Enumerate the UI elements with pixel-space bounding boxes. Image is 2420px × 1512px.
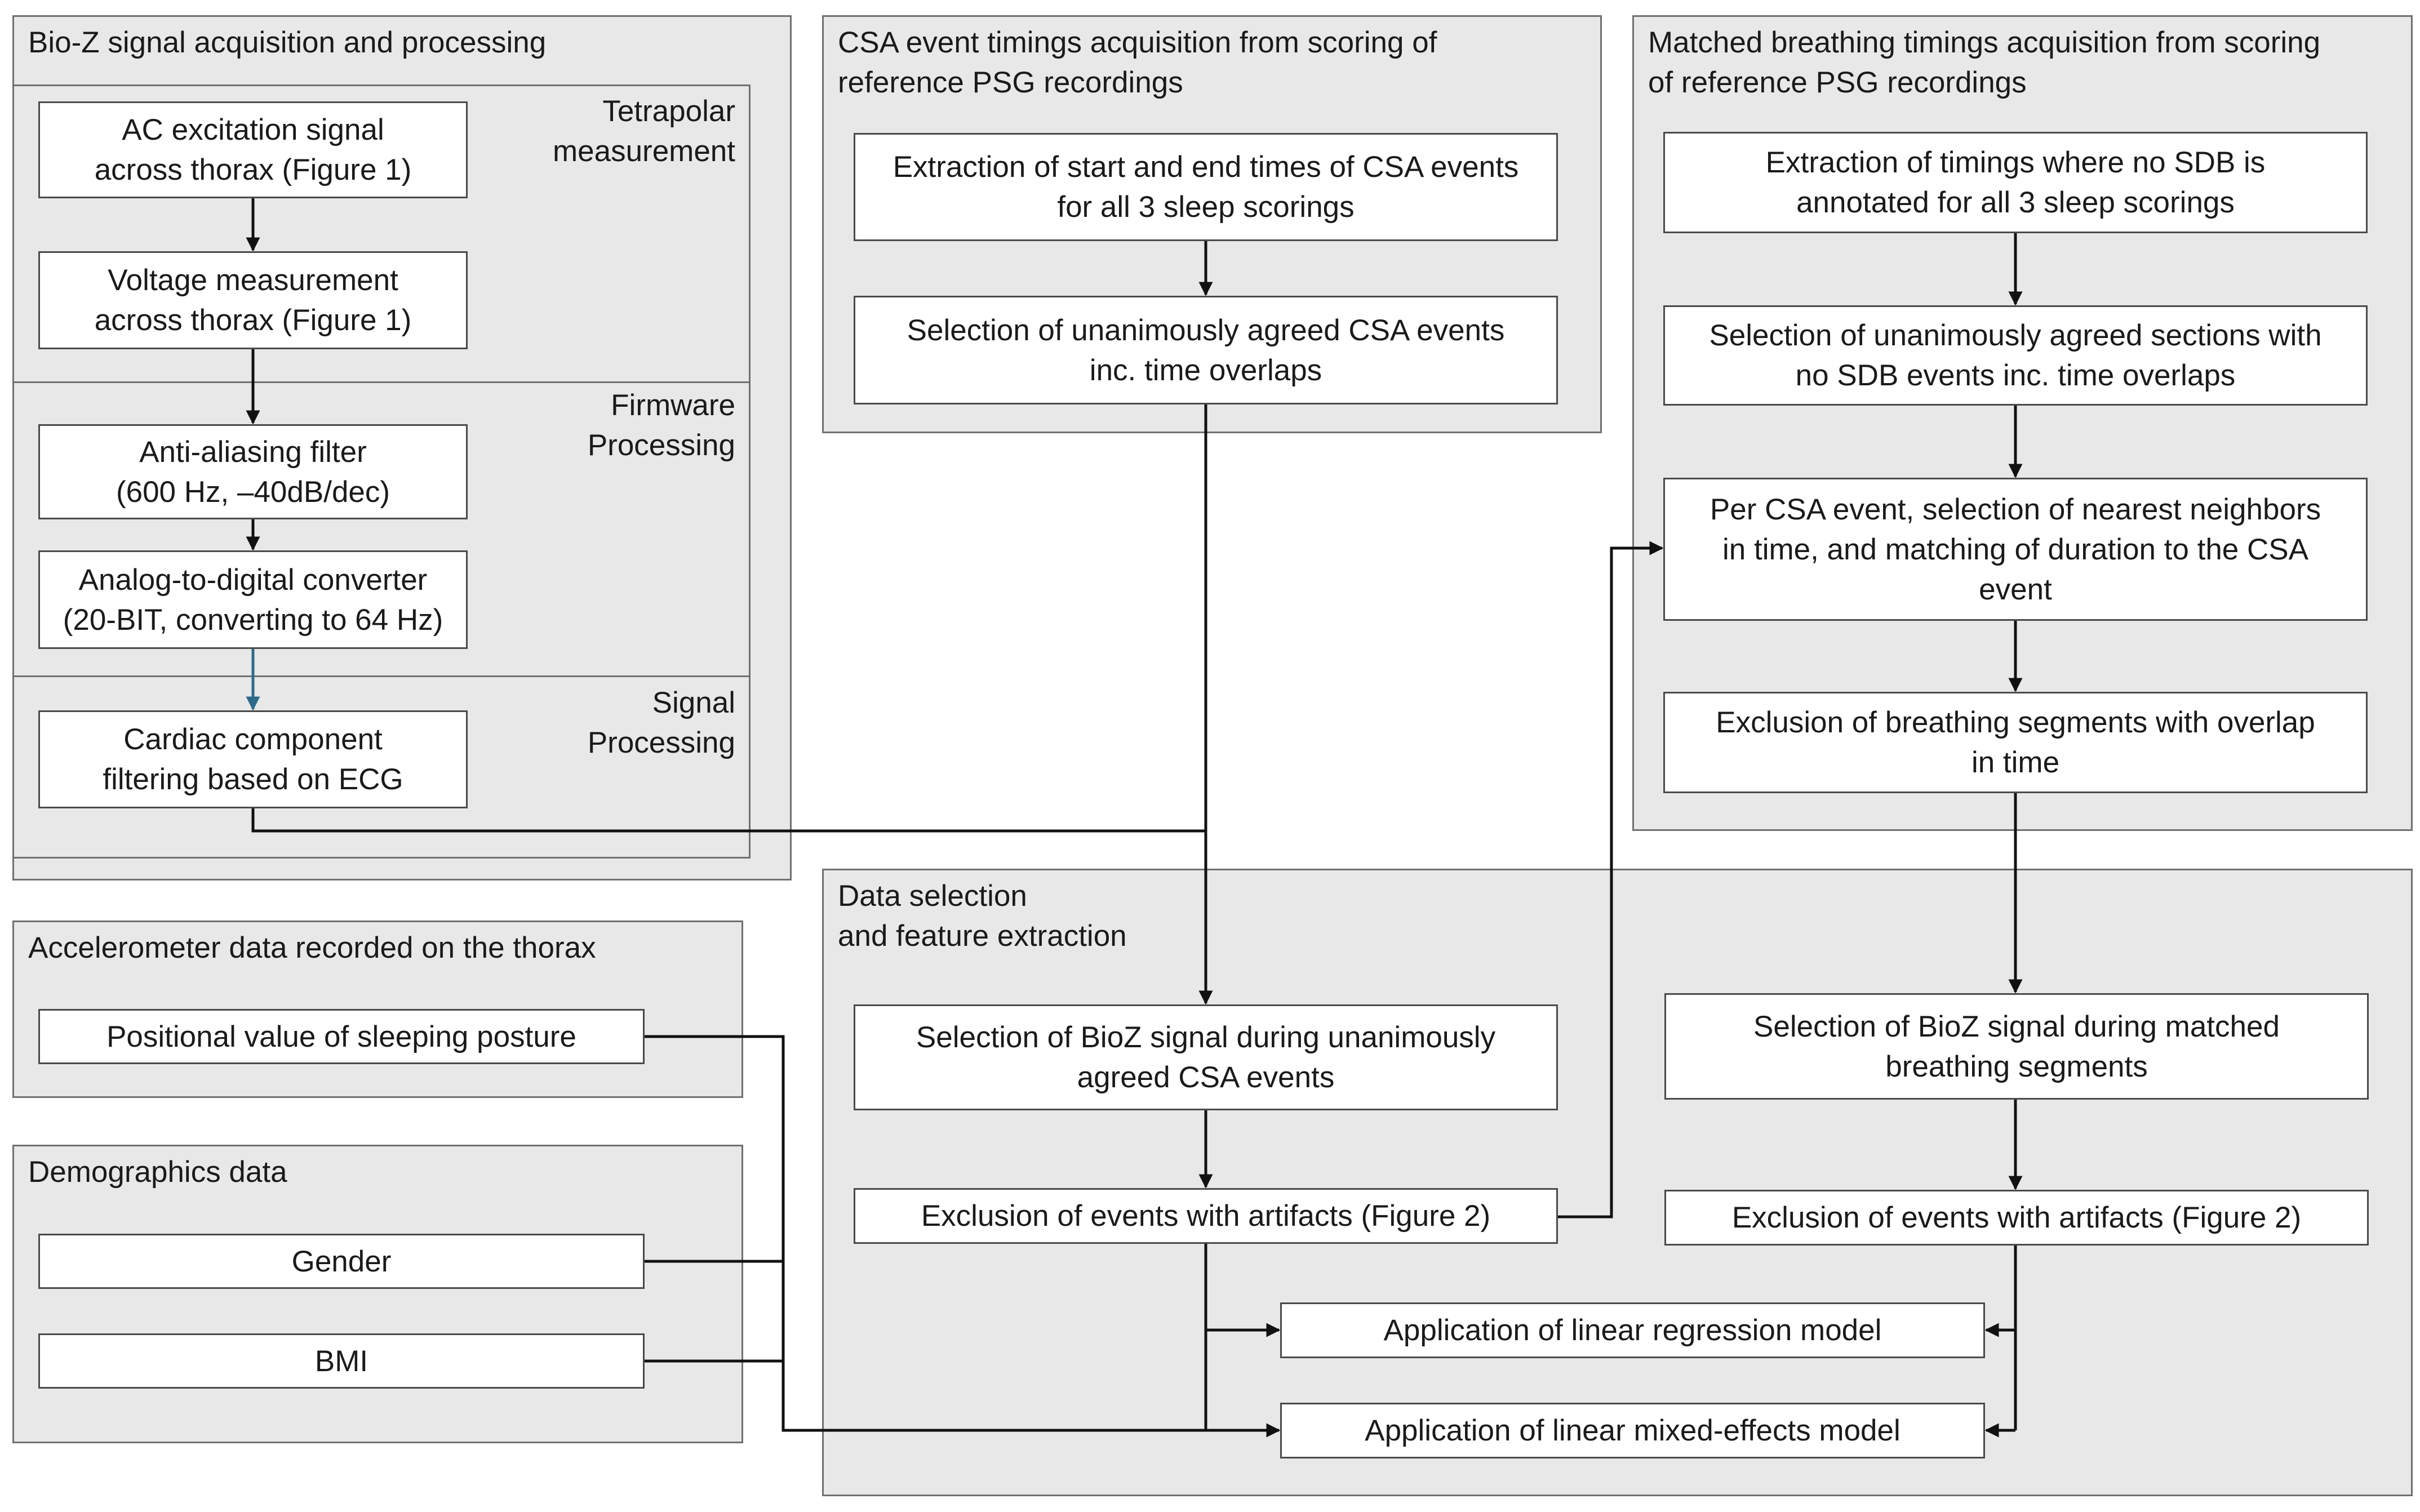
nearest-neighbors-box: Per CSA event, selection of nearest neig… xyxy=(1663,478,2368,621)
sleeping-posture-box: Positional value of sleeping posture xyxy=(38,1009,645,1064)
csa-panel-title: CSA event timings acquisition from scori… xyxy=(838,26,1437,99)
matched-panel-title: Matched breathing timings acquisition fr… xyxy=(1648,26,2321,99)
line-posture-to-mixed xyxy=(645,1035,1206,1432)
signal-section xyxy=(12,675,751,859)
arrow-csa-exclusion-to-nearest xyxy=(1558,541,1664,1219)
demographics-panel-title: Demographics data xyxy=(28,1155,287,1189)
line-cardiac-to-merge xyxy=(251,808,1206,833)
data-selection-panel-title: Data selection and feature extraction xyxy=(838,879,1127,953)
bioz-csa-selection-box: Selection of BioZ signal during unanimou… xyxy=(854,1004,1558,1110)
gender-box: Gender xyxy=(38,1234,645,1289)
voltage-measurement-box: Voltage measurement across thorax (Figur… xyxy=(38,251,468,349)
bioz-panel-title: Bio-Z signal acquisition and processing xyxy=(28,26,547,59)
accelerometer-panel-title: Accelerometer data recorded on the thora… xyxy=(28,931,596,964)
tetrapolar-section-label: Tetrapolar measurement xyxy=(552,95,735,168)
csa-selection-box: Selection of unanimously agreed CSA even… xyxy=(854,296,1558,404)
nosdb-selection-box: Selection of unanimously agreed sections… xyxy=(1663,305,2368,406)
anti-aliasing-filter-box: Anti-aliasing filter (600 Hz, –40dB/dec) xyxy=(38,424,468,519)
nosdb-extraction-box: Extraction of timings where no SDB is an… xyxy=(1663,132,2368,233)
cardiac-filter-box: Cardiac component filtering based on ECG xyxy=(38,710,468,808)
csa-extraction-box: Extraction of start and end times of CSA… xyxy=(854,133,1558,241)
bmi-box: BMI xyxy=(38,1333,645,1389)
data-selection-panel xyxy=(822,869,2413,1496)
breathing-artifact-exclusion-box: Exclusion of events with artifacts (Figu… xyxy=(1664,1190,2369,1246)
mixed-effects-box: Application of linear mixed-effects mode… xyxy=(1280,1403,1985,1458)
linear-regression-box: Application of linear regression model xyxy=(1280,1302,1985,1358)
bioz-breathing-selection-box: Selection of BioZ signal during matched … xyxy=(1664,993,2369,1100)
overlap-exclusion-box: Exclusion of breathing segments with ove… xyxy=(1663,692,2368,793)
ac-excitation-box: AC excitation signal across thorax (Figu… xyxy=(38,101,468,198)
signal-section-label: Signal Processing xyxy=(587,686,735,759)
firmware-section-label: Firmware Processing xyxy=(587,389,735,462)
demographics-panel xyxy=(12,1145,743,1443)
csa-artifact-exclusion-box: Exclusion of events with artifacts (Figu… xyxy=(854,1188,1558,1244)
adc-box: Analog-to-digital converter (20-BIT, con… xyxy=(38,550,468,649)
